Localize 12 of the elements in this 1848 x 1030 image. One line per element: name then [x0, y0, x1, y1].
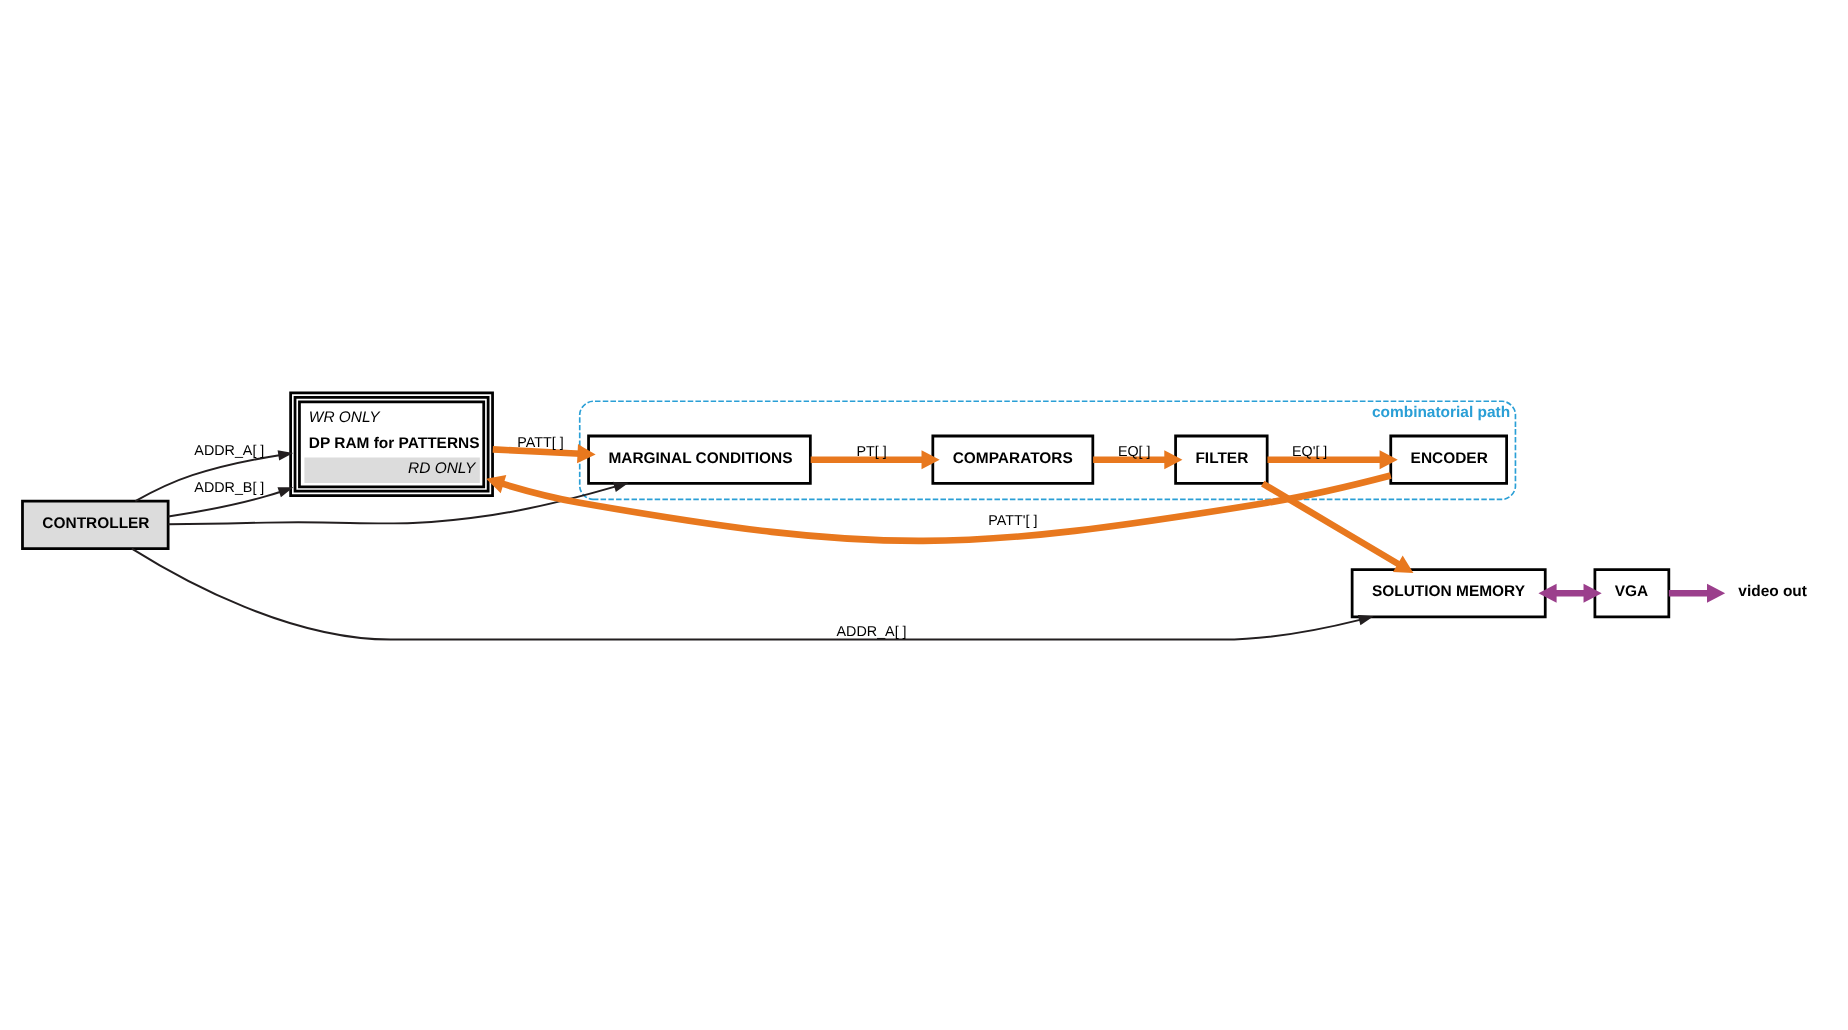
arrow — [1261, 479, 1414, 572]
arrow — [167, 480, 629, 525]
arrow — [167, 486, 294, 517]
arrow — [130, 546, 1374, 640]
arrow — [134, 449, 294, 502]
arrow — [1538, 582, 1602, 602]
arrow — [486, 471, 1392, 544]
arrow — [1267, 449, 1398, 469]
arrow — [1668, 582, 1726, 602]
arrow — [1093, 449, 1183, 469]
arrow — [810, 449, 940, 469]
arrow — [492, 443, 596, 463]
